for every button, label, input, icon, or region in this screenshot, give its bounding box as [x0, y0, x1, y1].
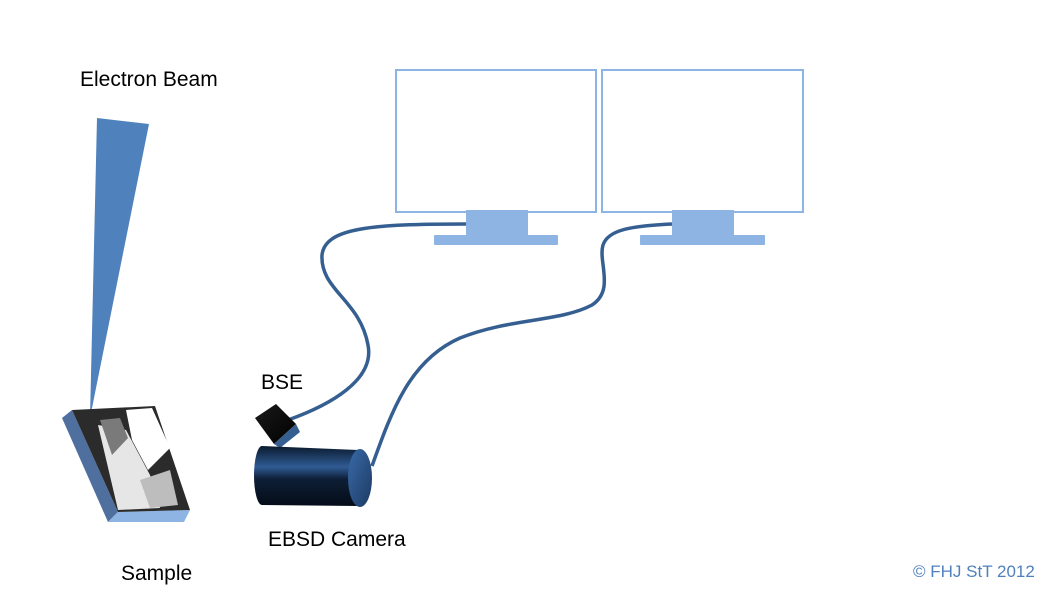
monitor-right	[601, 69, 804, 245]
monitor-right-neck	[672, 210, 734, 236]
monitor-left-neck	[466, 210, 528, 236]
camera-cable	[370, 222, 673, 467]
ebsd-camera	[254, 446, 372, 507]
ebsd-camera-body	[254, 446, 358, 506]
sample-grain-gray	[100, 418, 128, 455]
copyright-notice: © FHJ StT 2012	[913, 562, 1035, 581]
sample-bottom-edge	[108, 510, 190, 522]
sample-grain-mid	[140, 470, 178, 508]
monitor-left-screen	[395, 69, 597, 213]
bse-detector-body	[255, 404, 296, 444]
monitor-right-screen	[601, 69, 804, 213]
bse-detector	[255, 404, 300, 448]
monitor-left	[395, 69, 597, 245]
bse-detector-front	[274, 424, 300, 448]
sample-label: Sample	[121, 562, 193, 585]
monitor-left-base	[434, 235, 558, 245]
bse-label: BSE	[261, 371, 304, 394]
ebsd-camera-lens-face	[348, 449, 372, 507]
ebsd-camera-label: EBSD Camera	[268, 528, 406, 551]
sample-side-edge	[62, 410, 118, 522]
sample	[62, 406, 190, 522]
electron-beam	[90, 118, 149, 418]
monitor-right-base	[640, 235, 765, 245]
sample-grain-white	[126, 408, 170, 470]
electron-beam-label: Electron Beam	[80, 68, 218, 91]
bse-cable	[287, 222, 467, 422]
